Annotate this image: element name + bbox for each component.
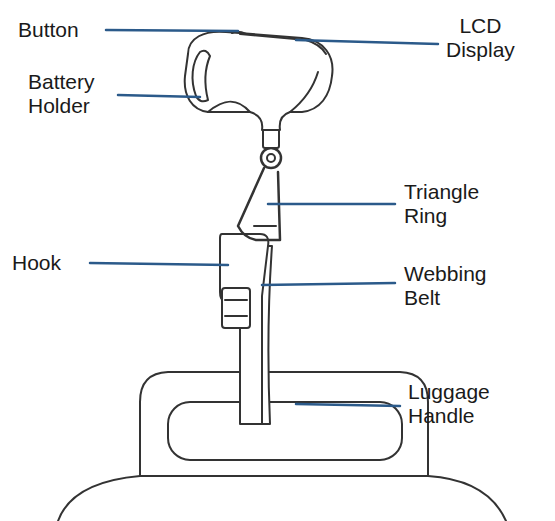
part-label: Webbing Belt (404, 262, 487, 310)
luggage-body (58, 476, 506, 521)
luggage-handle (140, 372, 428, 476)
triangle-ring-bar (254, 225, 276, 227)
head-contour (290, 72, 318, 112)
leader-line (262, 283, 395, 285)
leader-line (106, 30, 238, 31)
hook (220, 234, 268, 424)
leader-line (296, 404, 400, 406)
hook-edge (239, 328, 241, 420)
battery-holder (193, 51, 210, 102)
handle-opening (168, 402, 402, 460)
part-label: Hook (12, 251, 61, 275)
leader-line (268, 203, 395, 206)
part-label: Triangle Ring (404, 180, 479, 228)
scale-head (185, 32, 333, 130)
swivel-ring (261, 148, 281, 168)
buckle-slot (225, 315, 247, 317)
part-label: Battery Holder (28, 70, 95, 118)
part-label: LCD Display (446, 14, 515, 62)
lcd-display (240, 34, 326, 54)
part-label: Button (18, 18, 79, 42)
swivel-ring-inner (267, 154, 275, 162)
head-contour (208, 101, 250, 112)
buckle (222, 288, 250, 328)
leader-line (296, 40, 438, 44)
buckle-slot (225, 299, 247, 301)
part-label: Luggage Handle (408, 380, 490, 428)
leader-line (90, 263, 228, 265)
leader-line (118, 95, 200, 97)
